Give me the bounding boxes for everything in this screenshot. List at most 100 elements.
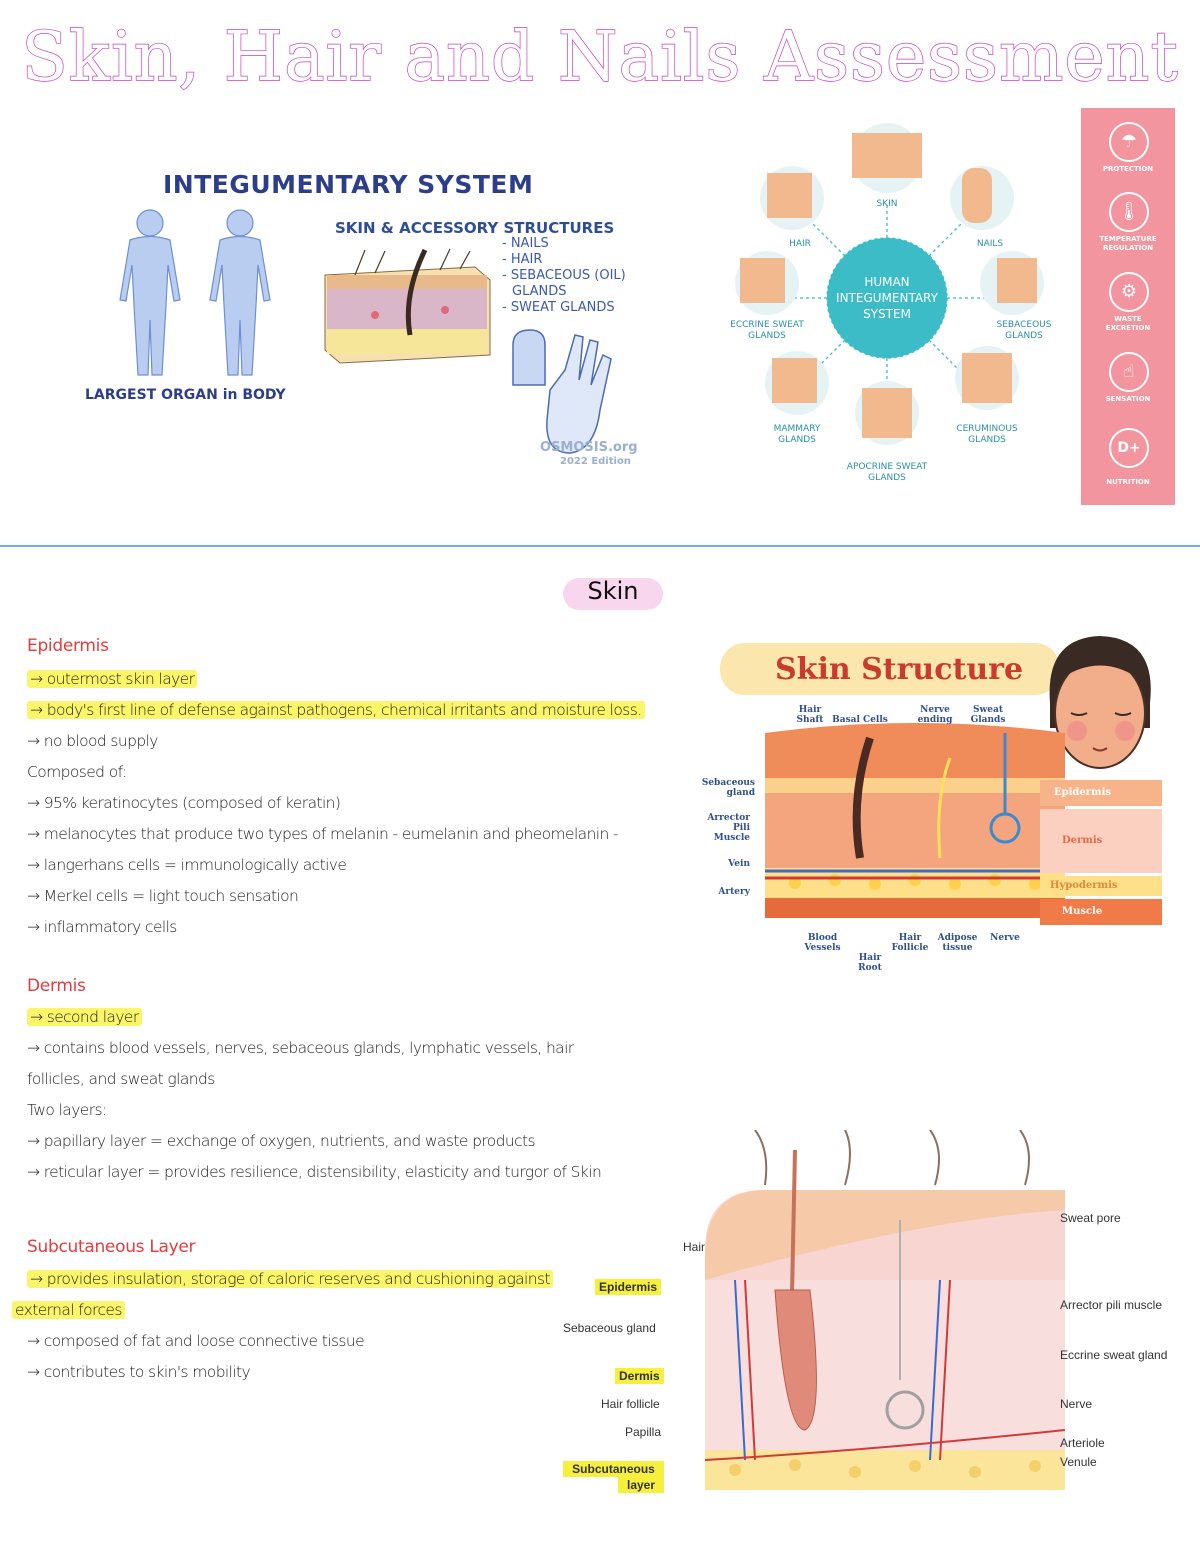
note-line: → melanocytes that produce two types of … [27, 825, 619, 843]
integumentary-title: INTEGUMENTARY SYSTEM [163, 170, 534, 199]
label-line: CERUMINOUS [956, 424, 1018, 434]
layer-label: Muscle [1062, 906, 1103, 917]
layer-dermis: Dermis [1040, 809, 1162, 873]
highlighted-text: external forces [12, 1301, 125, 1319]
epidermis-heading: Epidermis [27, 636, 109, 656]
label-line: GLANDS [1005, 331, 1043, 341]
highlighted-text: → provides insulation, storage of calori… [27, 1270, 553, 1288]
highlighted-text: → outermost skin layer [27, 670, 198, 688]
face-illustration [1049, 636, 1151, 769]
skin-layers-diagram: Hair Epidermis Sebaceous gland Dermis Ha… [555, 1130, 1195, 1510]
function-item: ☂ PROTECTION [1091, 122, 1165, 174]
label-line: gland [726, 788, 755, 798]
human-body-figures [119, 209, 271, 376]
function-label: WASTE EXCRETION [1105, 315, 1151, 332]
skin-structure-banner [720, 643, 1060, 695]
layer-muscle: Muscle [1040, 899, 1162, 925]
functions-bar: ☂ PROTECTION 🌡 TEMPERATURE REGULATION ⚙ … [1081, 108, 1175, 505]
note-line: → provides insulation, storage of calori… [27, 1270, 553, 1288]
note-line: Composed of: [27, 763, 127, 781]
label-ceruminous: CERUMINOUS GLANDS [947, 424, 1027, 446]
note-line: → reticular layer = provides resilience,… [27, 1163, 602, 1181]
label-text: Subcutaneous [563, 1461, 664, 1477]
label-papilla: Papilla [625, 1425, 662, 1439]
skin-cross-section [765, 723, 1065, 918]
subcutaneous-heading: Subcutaneous Layer [27, 1237, 196, 1257]
function-label: PROTECTION [1102, 165, 1154, 173]
hand-nail-illustration [512, 329, 612, 454]
list-item: - SEBACEOUS (OIL) [502, 268, 626, 283]
layer-hypodermis: Hypodermis [1040, 876, 1162, 896]
function-label: TEMPERATURE REGULATION [1099, 235, 1157, 252]
accessory-structures-list: - NAILS - HAIR - SEBACEOUS (OIL) GLANDS … [502, 236, 626, 316]
function-label: SENSATION [1105, 395, 1151, 403]
label-text: layer [618, 1477, 664, 1493]
label-line: ending [917, 715, 953, 725]
layer-label: Dermis [1062, 835, 1103, 846]
label-subcutaneous: Subcutaneous layer [563, 1461, 664, 1493]
label-basal-cells: Basal Cells [832, 715, 888, 725]
center-line: SYSTEM [863, 307, 911, 321]
note-line: → body's first line of defense against p… [27, 701, 645, 719]
note-line: → outermost skin layer [27, 670, 198, 688]
label-line: GLANDS [748, 331, 786, 341]
note-line: → Merkel cells = light touch sensation [27, 887, 299, 905]
center-line: HUMAN [864, 275, 910, 289]
label-line: SEBACEOUS [996, 320, 1052, 330]
label-epidermis: Epidermis [595, 1279, 662, 1295]
center-line: INTEGUMENTARY [836, 291, 938, 305]
label-line: Hair [798, 705, 822, 715]
label-line: Nerve [920, 705, 950, 715]
label-line: Adipose [937, 933, 978, 943]
function-item: D+ NUTRITION [1091, 428, 1165, 487]
label-line: GLANDS [778, 435, 816, 445]
label-line: Muscle [713, 833, 750, 843]
largest-organ-caption: LARGEST ORGAN in BODY [85, 387, 286, 403]
skin-heading: Skin [587, 577, 639, 605]
skin-layers-illustration [704, 1130, 1065, 1490]
note-line: → contains blood vessels, nerves, sebace… [27, 1039, 574, 1057]
label-line: Shaft [796, 715, 824, 725]
list-item: - NAILS [502, 236, 549, 251]
label-sweat-pore: Sweat pore [1060, 1211, 1121, 1225]
label-nerve: Nerve [990, 933, 1020, 943]
label-line: Root [858, 963, 882, 973]
umbrella-icon: ☂ [1109, 122, 1149, 162]
label-line: GLANDS [968, 435, 1006, 445]
label-line: Sweat [973, 705, 1003, 715]
dermis-heading: Dermis [27, 976, 86, 996]
section-divider [0, 545, 1200, 547]
label-vein: Vein [728, 859, 750, 869]
label-artery: Artery [718, 887, 750, 897]
note-line: → composed of fat and loose connective t… [27, 1332, 365, 1350]
page-title: Skin, Hair and Nails Assessment [21, 17, 1179, 97]
label-line: ECCRINE SWEAT [730, 320, 804, 330]
label-apocrine: APOCRINE SWEAT GLANDS [837, 462, 937, 484]
label-venule: Venule [1060, 1455, 1097, 1469]
system-center-circle: HUMAN INTEGUMENTARY SYSTEM [827, 238, 947, 358]
label-line: Glands [970, 715, 1006, 725]
label-line: Follicle [891, 943, 929, 953]
note-line: Two layers: [27, 1101, 107, 1119]
label-line: MAMMARY [773, 424, 821, 434]
osmosis-watermark: OSMOSIS.org [540, 440, 638, 455]
human-integumentary-system-image: HUMAN INTEGUMENTARY SYSTEM SKIN HAIR NAI… [712, 108, 1080, 508]
label-arteriole: Arteriole [1060, 1436, 1105, 1450]
layer-epidermis: Epidermis [1040, 780, 1162, 806]
label-line: APOCRINE SWEAT [846, 462, 928, 472]
note-line: → no blood supply [27, 732, 158, 750]
system-connectors [735, 123, 1044, 445]
label-line: Vessels [804, 943, 841, 953]
label-sebaceous: SEBACEOUS GLANDS [984, 320, 1064, 342]
function-item: ☝ SENSATION [1091, 352, 1165, 404]
label-hair-follicle: Hair follicle [601, 1397, 660, 1411]
label-line: tissue [942, 943, 973, 953]
label-text: Dermis [615, 1368, 664, 1384]
skin-block-illustration [324, 248, 491, 364]
note-line: follicles, and sweat glands [27, 1070, 215, 1088]
vitamin-icon: D+ [1109, 428, 1149, 468]
excretion-icon: ⚙ [1109, 272, 1149, 312]
